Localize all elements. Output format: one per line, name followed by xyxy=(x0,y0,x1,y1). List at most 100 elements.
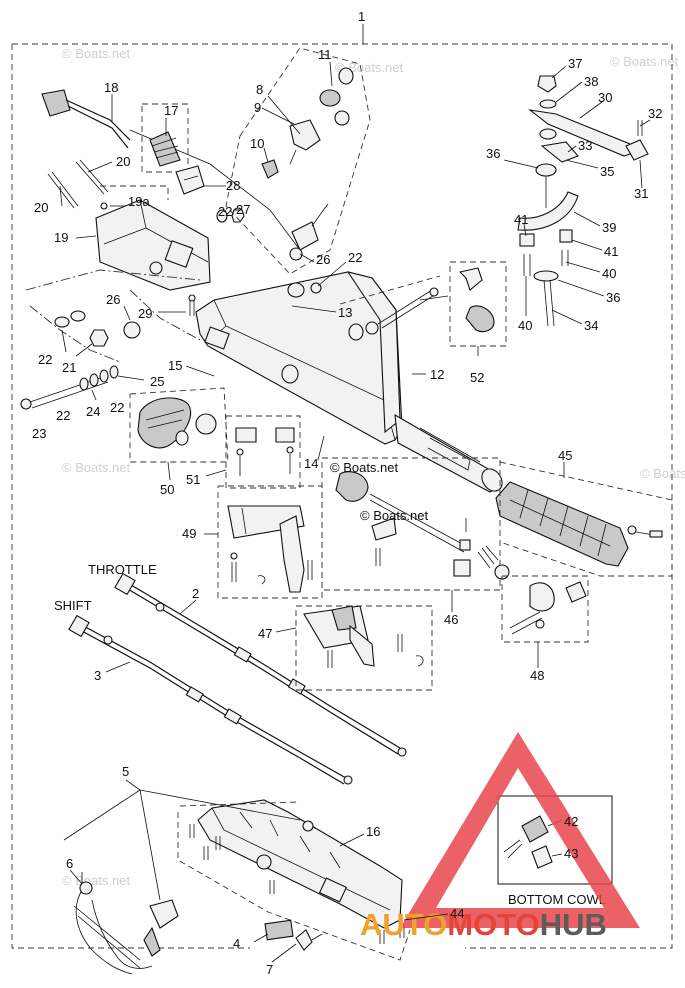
callout-15: 15 xyxy=(168,358,182,373)
callout-36-upper: 36 xyxy=(486,146,500,161)
callout-42: 42 xyxy=(564,814,578,829)
callout-22-mid: 22 xyxy=(348,250,362,265)
throttle-caption: THROTTLE xyxy=(88,562,157,577)
callout-19: 19 xyxy=(54,230,68,245)
ignition-switch-group xyxy=(225,47,371,275)
callout-12: 12 xyxy=(430,367,444,382)
callout-51: 51 xyxy=(186,472,200,487)
callout-22-left: 22 xyxy=(38,352,52,367)
callout-26-left: 26 xyxy=(106,292,120,307)
grip-group-box xyxy=(499,461,673,577)
callout-38: 38 xyxy=(584,74,598,89)
brand-logo: AUTOMOTOHUB xyxy=(360,732,640,942)
lower-housing-group-box xyxy=(177,812,411,961)
callout-28: 28 xyxy=(226,178,240,193)
watermark: © Boats.net xyxy=(62,46,131,61)
watermark-layer: © Boats.net © Boats.net © Boats.net © Bo… xyxy=(62,46,685,888)
brand-auto: AUTO xyxy=(360,907,447,942)
shift-caption: SHIFT xyxy=(54,598,92,613)
callout-34: 34 xyxy=(584,318,598,333)
callout-5: 5 xyxy=(122,764,129,779)
callout-20-lower: 20 xyxy=(34,200,48,215)
callout-9: 9 xyxy=(254,100,261,115)
callout-labels: 1 2 3 4 5 6 7 8 9 10 11 12 13 14 15 16 1… xyxy=(32,9,662,977)
callout-21: 21 xyxy=(62,360,76,375)
callout-36-lower: 36 xyxy=(606,290,620,305)
callout-35: 35 xyxy=(600,164,614,179)
callout-18: 18 xyxy=(104,80,118,95)
callout-4: 4 xyxy=(233,936,240,951)
callout-6: 6 xyxy=(66,856,73,871)
group-52 xyxy=(339,261,507,347)
callout-46: 46 xyxy=(444,612,458,627)
watermark: © Boats.net xyxy=(640,466,685,481)
group-47 xyxy=(295,605,433,691)
callout-22-upper: 22 xyxy=(218,204,232,219)
tiller-arm xyxy=(195,271,503,493)
callout-25: 25 xyxy=(150,374,164,389)
callout-8: 8 xyxy=(256,82,263,97)
callout-41-right: 41 xyxy=(604,244,618,259)
callout-33: 33 xyxy=(578,138,592,153)
callout-24: 24 xyxy=(86,404,100,419)
callout-3: 3 xyxy=(94,668,101,683)
stop-switch-lanyard xyxy=(73,872,179,975)
callout-29: 29 xyxy=(138,306,152,321)
callout-13: 13 xyxy=(338,305,352,320)
callout-41-left: 41 xyxy=(514,212,528,227)
callout-23: 23 xyxy=(32,426,46,441)
callout-40-right: 40 xyxy=(602,266,616,281)
friction-adjust-group xyxy=(517,75,649,327)
callout-27: 27 xyxy=(236,202,250,217)
callout-7: 7 xyxy=(266,962,273,977)
callout-26-mid: 26 xyxy=(316,252,330,267)
brand-moto: MOTO xyxy=(447,907,539,942)
callout-48: 48 xyxy=(530,668,544,683)
throttle-grip xyxy=(495,481,663,567)
grip-knob-group xyxy=(129,387,301,489)
watermark: © Boats.net xyxy=(610,54,679,69)
lower-small-parts xyxy=(179,801,405,951)
callout-49: 49 xyxy=(182,526,196,541)
lower-housing xyxy=(197,799,403,929)
throttle-cable xyxy=(114,572,407,757)
left-parts-group xyxy=(20,89,322,410)
callout-2: 2 xyxy=(192,586,199,601)
watermark: © Boats.net xyxy=(62,873,131,888)
center-watermark: © Boats.net xyxy=(330,460,399,475)
bottom-cowl-caption: BOTTOM COWL xyxy=(508,892,606,907)
callout-52: 52 xyxy=(470,370,484,385)
callout-37: 37 xyxy=(568,56,582,71)
shift-cable xyxy=(68,614,353,785)
watermark: © Boats.net xyxy=(62,460,131,475)
callout-45: 45 xyxy=(558,448,572,463)
callout-32: 32 xyxy=(648,106,662,121)
leader-lines xyxy=(59,61,651,963)
callout-19a: 19a xyxy=(128,194,150,209)
callout-22-bottom-a: 22 xyxy=(56,408,70,423)
callout-14: 14 xyxy=(304,456,318,471)
callout-30: 30 xyxy=(598,90,612,105)
callout-20-upper: 20 xyxy=(116,154,130,169)
group-49 xyxy=(217,485,323,599)
callout-22-bottom-b: 22 xyxy=(110,400,124,415)
callout-40-left: 40 xyxy=(518,318,532,333)
assembly-border xyxy=(11,24,673,949)
svg-text:AUTOMOTOHUB: AUTOMOTOHUB xyxy=(360,907,607,942)
center-watermark-2: © Boats.net xyxy=(360,508,429,523)
callout-10: 10 xyxy=(250,136,264,151)
callout-50: 50 xyxy=(160,482,174,497)
callout-16: 16 xyxy=(366,824,380,839)
callout-39: 39 xyxy=(602,220,616,235)
brand-hub: HUB xyxy=(540,907,607,942)
group-48 xyxy=(501,575,589,643)
callout-43: 43 xyxy=(564,846,578,861)
callout-44: 44 xyxy=(450,906,464,921)
callout-11: 11 xyxy=(318,47,332,62)
group-46 xyxy=(321,457,510,591)
callout-17: 17 xyxy=(164,103,178,118)
callout-31: 31 xyxy=(634,186,648,201)
callout-47: 47 xyxy=(258,626,272,641)
callout-1: 1 xyxy=(358,9,365,24)
